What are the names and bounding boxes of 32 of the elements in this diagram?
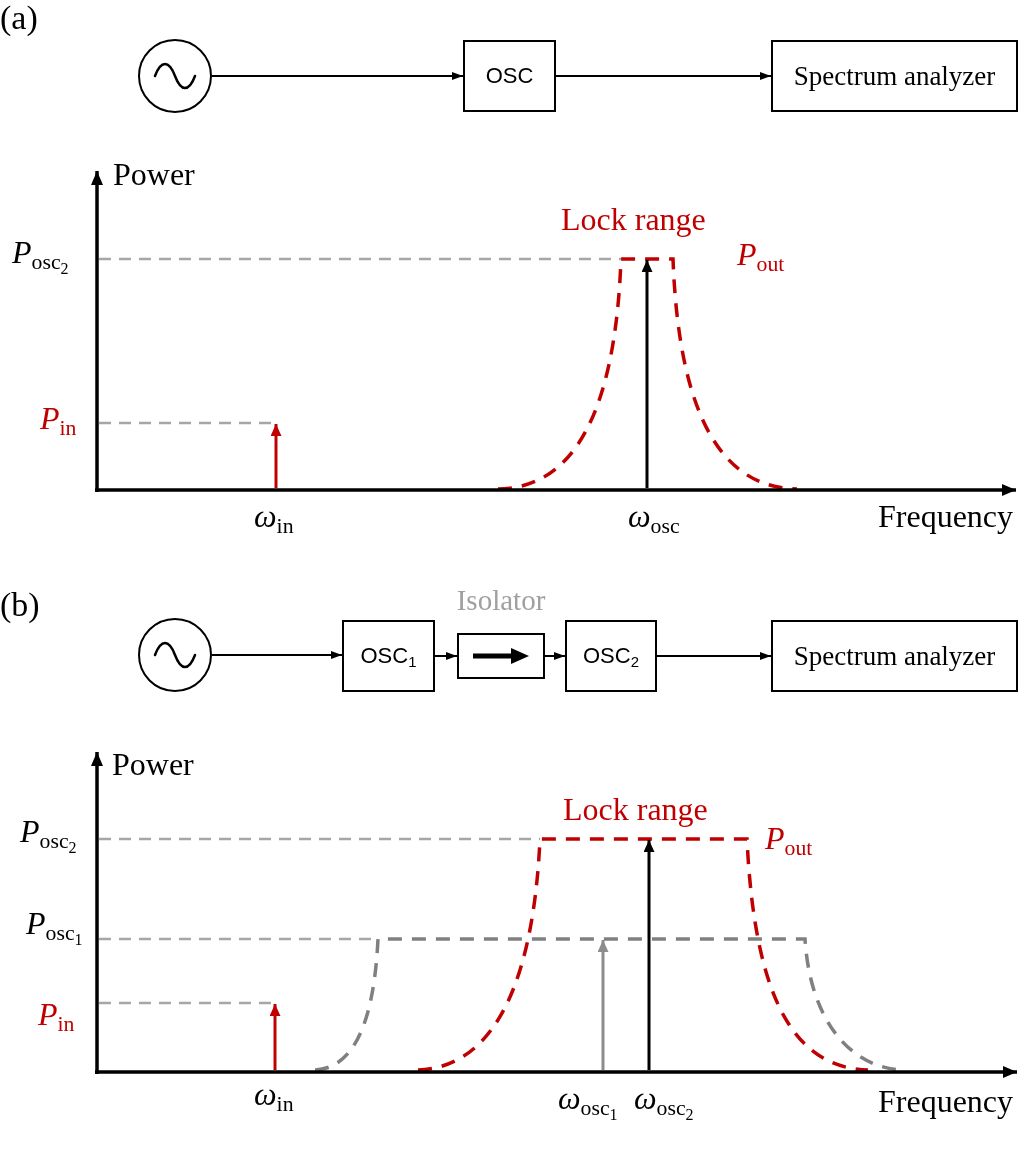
frequency-tick-label: ω$_{in}$ [254,1078,294,1110]
oscillator-box [565,620,657,692]
arrow [656,652,772,660]
analyzer-box [771,40,1018,112]
x-axis-label: Frequency [878,500,1014,532]
oscillator-box [463,40,556,112]
frequency-tick-label: ω$_{in}$ [254,500,294,532]
y-axis-label: Power [112,748,194,780]
panel-label: (a) [0,1,38,35]
power-level-label: P$_{out}$ [737,238,785,270]
power-level-label: P$_{in}$ [40,402,77,434]
panel-label: (b) [0,588,40,622]
arrow [211,72,464,80]
arrow [544,652,566,660]
block-label: Spectrum analyzer [793,642,996,670]
x-axis-label: Frequency [878,1085,1014,1117]
frequency-tick-label: ω$_{osc}$ [628,500,680,532]
power-level-label: P$_{out}$ [765,822,813,854]
block-label: OSC [485,65,534,87]
oscillator-box [342,620,435,692]
arrow [211,651,343,659]
analyzer-box [771,620,1018,692]
arrow [434,652,458,660]
curve-label: Lock range [563,793,708,825]
block-label: Spectrum analyzer [793,62,996,90]
curve-label: Lock range [561,203,706,235]
block-label: OSC$_{2}$ [583,645,639,667]
y-axis-label: Power [113,158,195,190]
block-label: OSC$_{1}$ [360,645,417,667]
arrow [555,72,772,80]
power-level-label: P$_{in}$ [38,998,75,1030]
component-label: Isolator [456,586,546,615]
